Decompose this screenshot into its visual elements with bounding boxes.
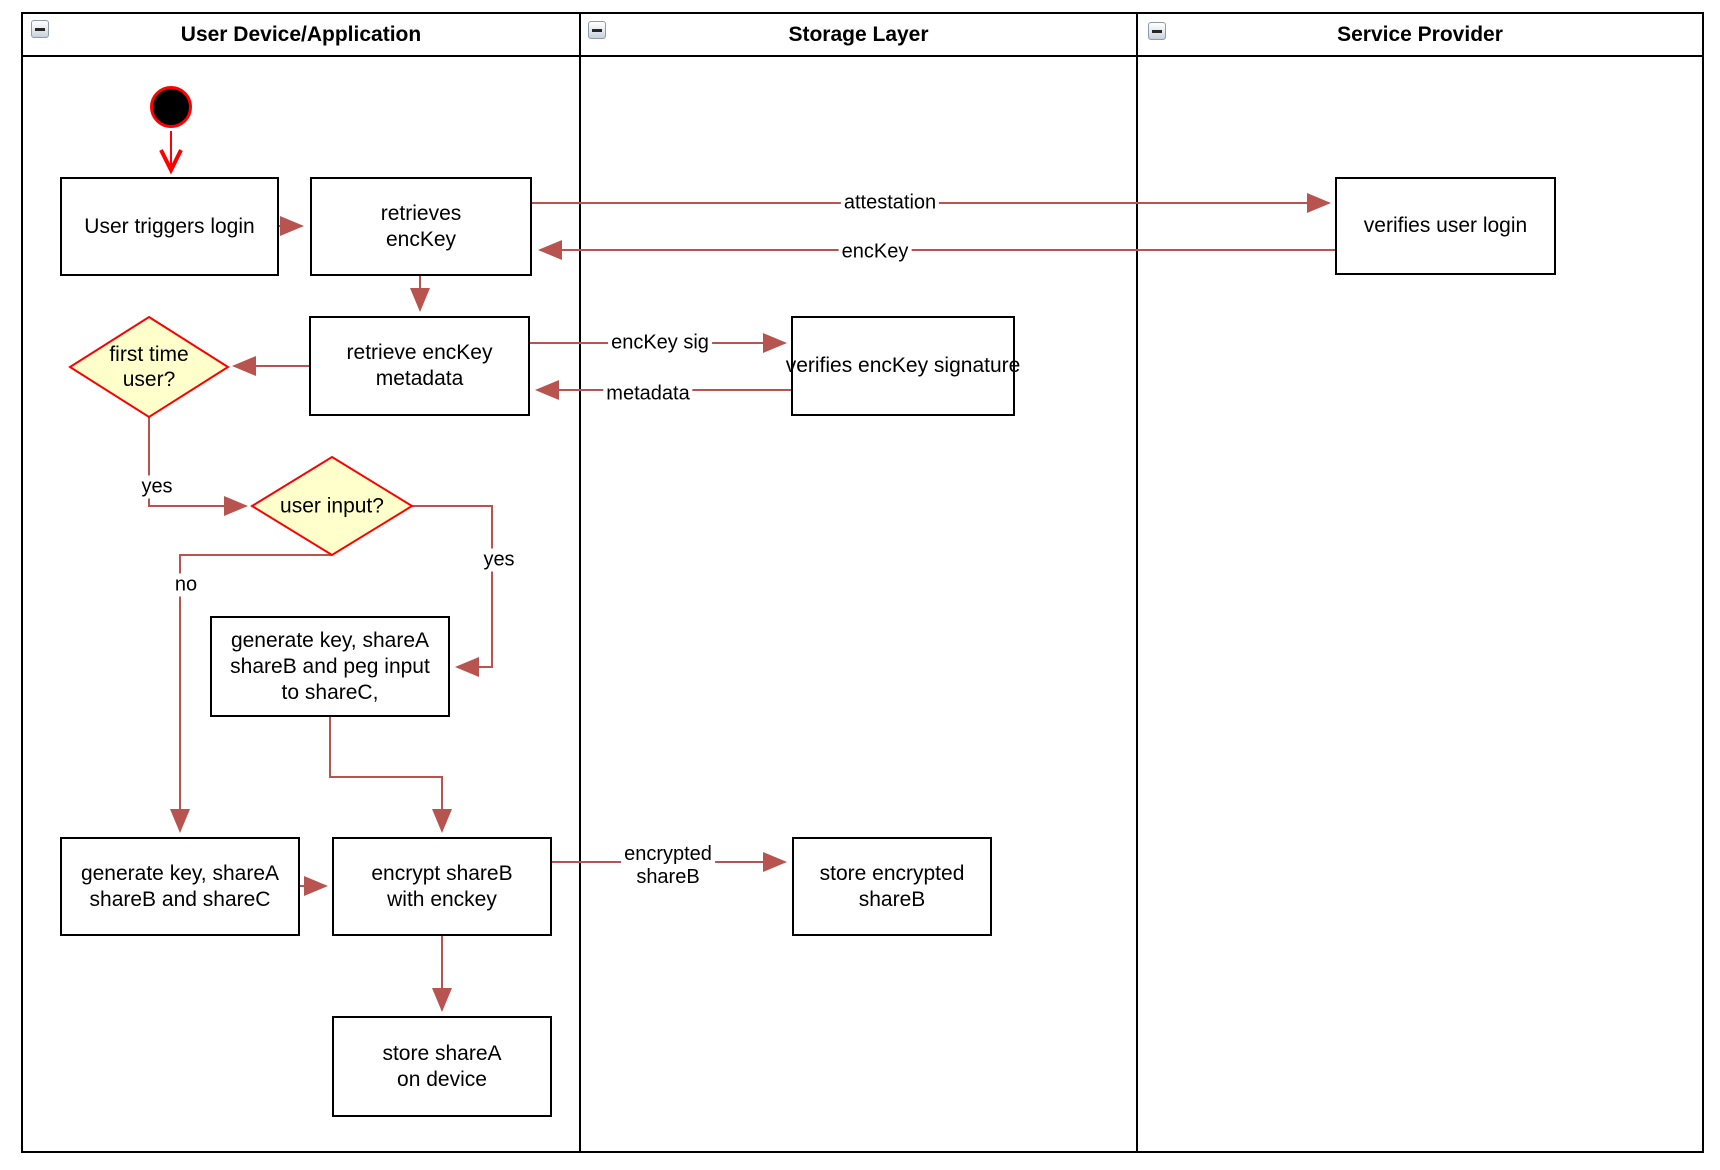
edge-label-line: encrypted [624,843,712,865]
node-label: store encrypted [819,861,965,885]
node-label: verifies user login [1363,214,1528,237]
node-label: metadata [375,367,464,390]
lane-title-user-device: User Device/Application [180,23,422,46]
node-generate-key-peg-input[interactable]: generate key, shareA shareB and peg inpu… [210,616,450,717]
node-label: shareB and peg input [230,654,430,678]
minus-icon [1152,29,1162,33]
node-label: to shareC, [281,680,379,704]
node-encrypt-shareb[interactable]: encrypt shareB with enckey [332,837,552,936]
decision-label-line: first time [109,343,189,366]
node-label: on device [397,1067,487,1091]
collapse-lane-user-device-button[interactable] [31,20,49,38]
decision-label-first-time-user: first time user? [109,342,188,392]
edge-user-input-yes [412,505,493,677]
node-label: shareB [858,887,926,911]
node-label: retrieve encKey [346,341,493,364]
collapse-lane-storage-layer-button[interactable] [588,21,606,39]
node-verifies-user-login[interactable]: verifies user login [1335,177,1556,275]
pool-border [21,12,1704,1153]
minus-icon [35,27,45,31]
edge-label-first-time-yes: yes [138,475,176,499]
node-store-sharea-on-device[interactable]: store shareA on device [332,1016,552,1117]
edge-label-enckey-sig: encKey sig [608,331,712,355]
decision-label-user-input: user input? [280,494,384,518]
edge-label-metadata: metadata [603,382,693,406]
node-label: retrieves [380,201,462,225]
initial-node[interactable] [150,86,192,128]
edge-label-encrypted-shareb: encrypted shareB [621,843,715,889]
edge-first-time-yes [148,417,248,516]
node-label: generate key, shareA [80,861,280,885]
node-store-encrypted-shareb[interactable]: store encrypted shareB [792,837,992,936]
edge-label-user-input-yes: yes [480,548,518,572]
edge-peg-to-encrypt [329,717,452,833]
node-verifies-enckey-signature[interactable]: verifies encKey signature [786,316,1020,416]
node-label: encrypt shareB [371,861,513,885]
node-label: verifies encKey signature [785,354,1021,377]
node-user-triggers-login[interactable]: User triggers login [60,177,279,276]
decision-first-time-user[interactable] [68,315,230,419]
lane-title-service-provider: Service Provider [1337,23,1503,46]
node-label: shareB and shareC [89,887,271,911]
node-label: store shareA [382,1041,502,1065]
minus-icon [592,28,602,32]
edge-label-line: shareB [636,866,700,888]
edge-label-attestation: attestation [840,191,940,215]
node-retrieves-enckey[interactable]: retrieves encKey [310,177,532,276]
flow-edges [148,193,1335,1012]
edge-label-user-input-no: no [171,573,201,597]
decision-label-line: user? [122,368,176,391]
node-retrieve-enckey-metadata[interactable]: retrieve encKey metadata [309,316,530,416]
node-generate-key-sharec[interactable]: generate key, shareA shareB and shareC [60,837,300,936]
node-label: generate key, shareA [230,628,430,652]
edge-user-input-no [170,554,332,833]
node-label: User triggers login [84,214,255,238]
collapse-lane-service-provider-button[interactable] [1148,22,1166,40]
edge-label-enckey: encKey [838,240,912,264]
node-label: with enckey [387,887,497,911]
lane-title-storage-layer: Storage Layer [788,23,929,46]
node-label: encKey [385,227,457,251]
decision-user-input[interactable] [250,455,414,557]
